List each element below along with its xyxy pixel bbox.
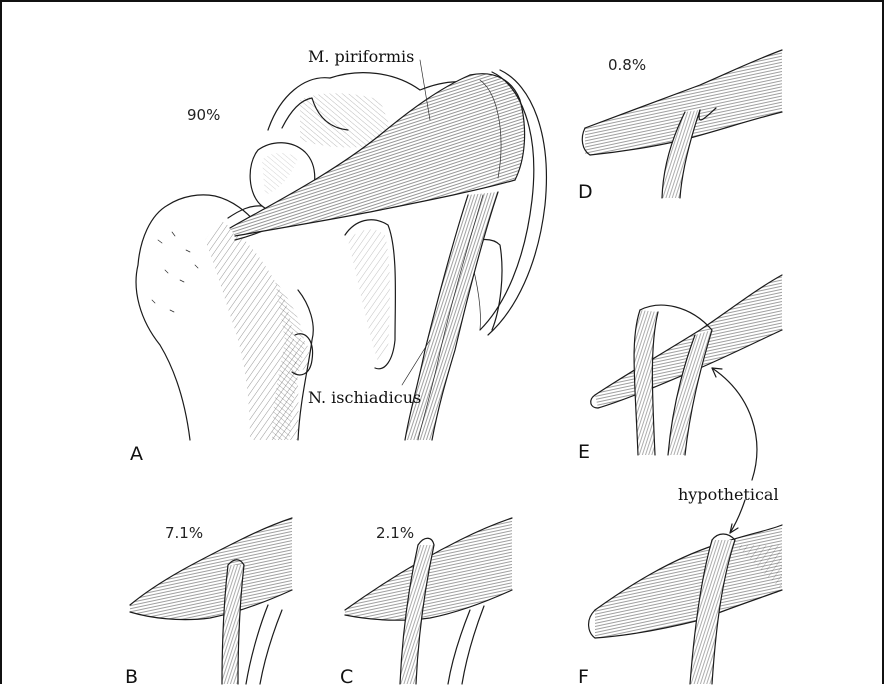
panel-b-illustration: [130, 518, 292, 684]
panel-a-letter: A: [130, 443, 143, 465]
panel-d-percent: 0.8%: [608, 56, 646, 74]
panel-b-percent: 7.1%: [165, 524, 203, 542]
label-m-piriformis: M. piriformis: [308, 47, 414, 66]
panel-c-letter: C: [340, 666, 353, 686]
panel-c-illustration: [345, 518, 512, 684]
panel-b-letter: B: [125, 666, 138, 686]
panel-d-letter: D: [578, 181, 593, 203]
label-hypothetical: hypothetical: [678, 485, 779, 504]
label-n-ischiadicus: N. ischiadicus: [308, 388, 421, 407]
panel-a-percent: 90%: [187, 106, 220, 124]
panel-e-illustration: [591, 275, 782, 455]
panel-e-letter: E: [578, 441, 590, 463]
panel-c-percent: 2.1%: [376, 524, 414, 542]
hypothetical-arrow: [712, 368, 757, 533]
femur-bone: [136, 143, 315, 440]
panel-f-letter: F: [578, 666, 589, 686]
panel-f-illustration: [589, 525, 782, 684]
